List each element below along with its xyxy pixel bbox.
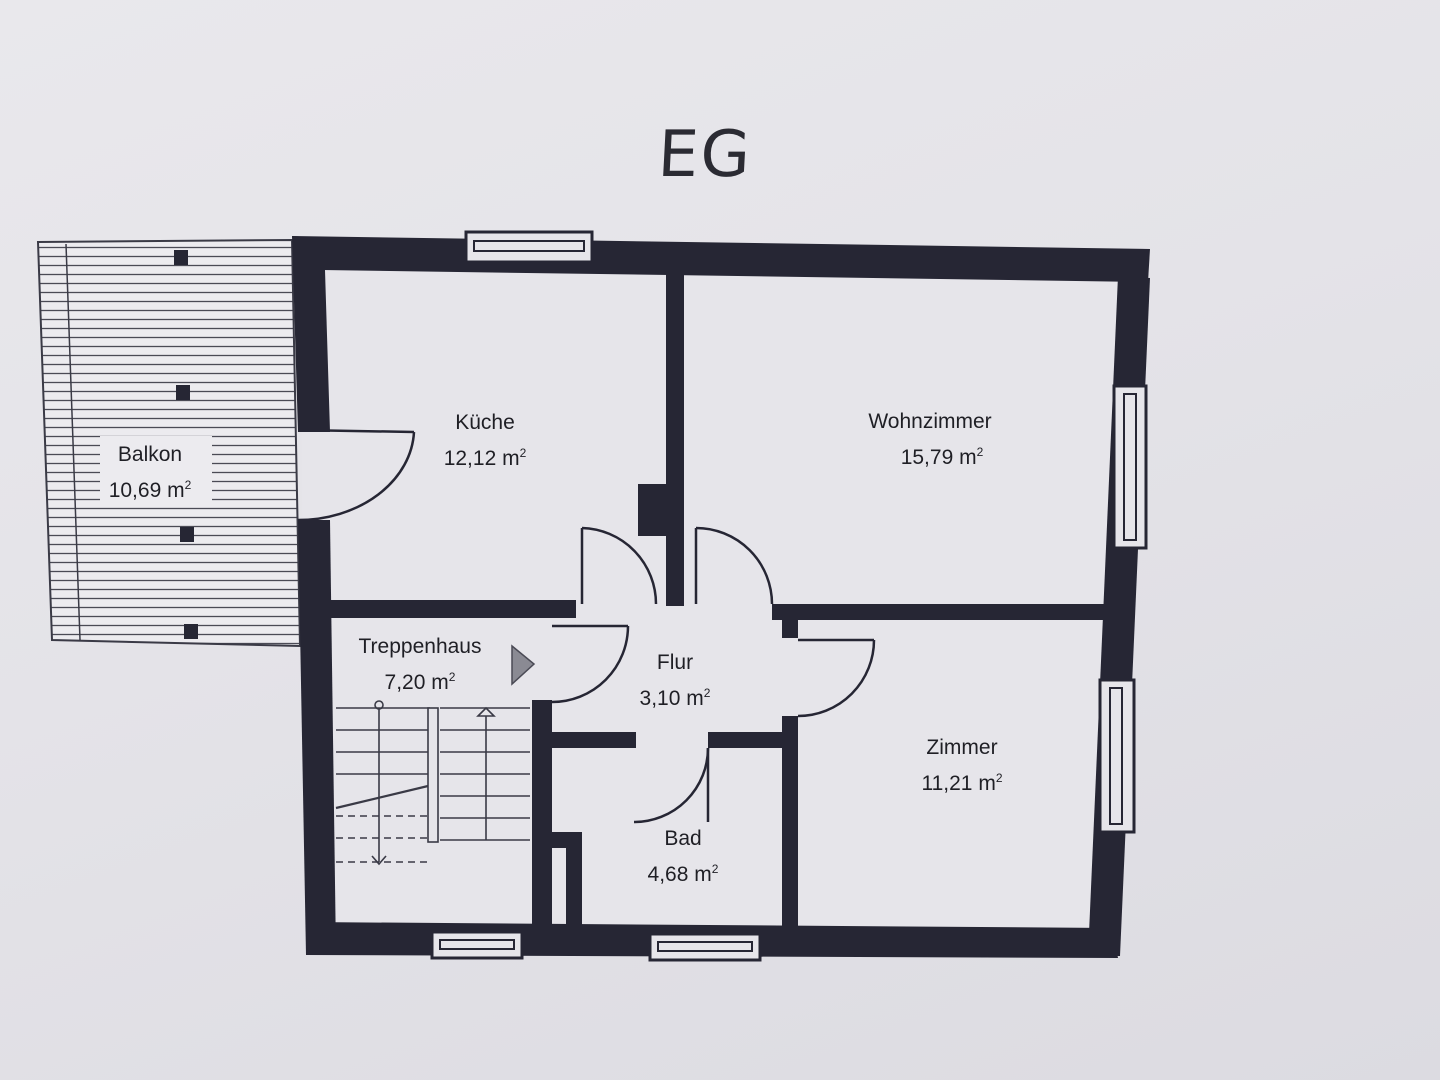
balcony-post [184,624,198,639]
room-area: 7,20 m2 [384,670,456,694]
doors [297,428,876,824]
balcony-post [176,385,190,400]
room-name: Treppenhaus [358,635,482,658]
staircase [335,700,530,866]
balcony-post [174,250,188,265]
door-kueche [580,526,658,605]
room-area: 3,10 m2 [639,686,711,710]
room-label-bad: Bad 4,68 m2 [628,824,738,890]
door-balkon [297,428,416,522]
room-name: Küche [455,411,515,434]
door-bad [633,747,710,824]
windows [430,230,1148,962]
balcony-post [180,527,194,542]
door-wohnzimmer [694,526,774,605]
door-treppenhaus [551,624,630,704]
entrance-arrow-icon [511,644,536,686]
room-name: Zimmer [926,736,998,759]
room-label-balkon: Balkon 10,69 m2 [90,440,210,506]
room-area: 12,12 m2 [443,446,527,470]
room-area: 11,21 m2 [921,771,1003,795]
room-name: Flur [656,651,694,674]
window-treppenhaus [430,930,524,960]
room-name: Wohnzimmer [868,410,992,433]
room-name: Bad [664,827,702,850]
window-zimmer [1098,678,1136,834]
room-area: 15,79 m2 [900,445,984,469]
window-bad [648,932,762,962]
room-label-treppenhaus: Treppenhaus 7,20 m2 [335,632,505,698]
room-name: Balkon [117,443,183,466]
room-area: 4,68 m2 [647,862,719,886]
room-area: 10,69 m2 [108,478,192,502]
door-zimmer [797,638,876,718]
floor-area [300,238,1148,956]
window-kueche-top [464,230,594,264]
balcony [36,238,302,648]
room-label-flur: Flur 3,10 m2 [620,648,730,714]
room-label-kueche: Küche 12,12 m2 [425,408,545,474]
room-label-zimmer: Zimmer 11,21 m2 [897,733,1027,799]
room-label-wohnzimmer: Wohnzimmer 15,79 m2 [840,407,1020,473]
window-wohnzimmer [1112,384,1148,550]
